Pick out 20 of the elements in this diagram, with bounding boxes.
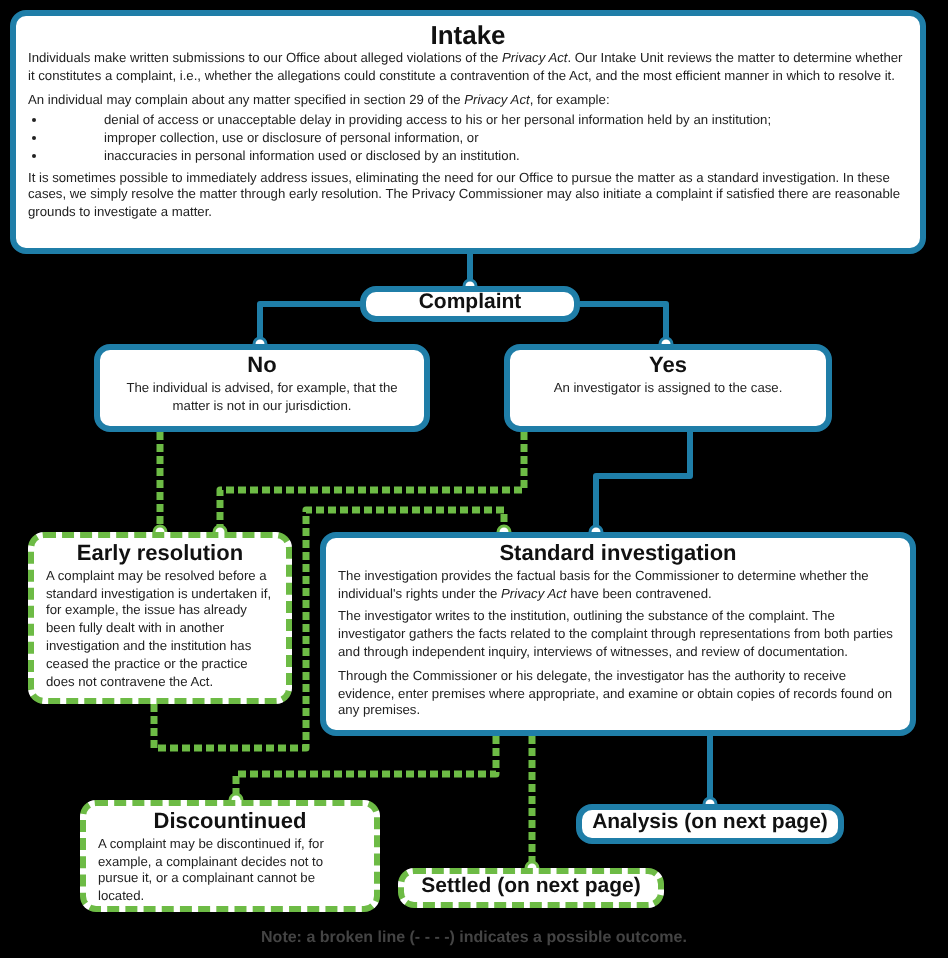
process-box bbox=[80, 800, 380, 912]
decision-box bbox=[360, 286, 580, 322]
box-heading: Early resolution bbox=[74, 542, 246, 570]
box-heading: Standard investigation bbox=[497, 542, 739, 570]
box-heading: Yes bbox=[647, 354, 689, 382]
box-heading: Complaint bbox=[418, 290, 522, 318]
process-box bbox=[576, 804, 844, 844]
process-box bbox=[398, 868, 664, 908]
box-heading: Settled (on next page) bbox=[421, 874, 641, 902]
box-heading: Discountinued bbox=[151, 810, 309, 838]
process-box bbox=[28, 532, 292, 704]
box-heading: No bbox=[245, 354, 279, 382]
note-text: Note: a broken line (- - - -) indicates a possible outcome. bbox=[259, 926, 689, 950]
intake-box bbox=[10, 10, 926, 254]
box-heading: Intake bbox=[428, 20, 508, 52]
outcome-box bbox=[504, 344, 832, 432]
box-heading: Analysis (on next page) bbox=[592, 810, 828, 838]
outcome-box bbox=[94, 344, 430, 432]
process-box bbox=[320, 532, 916, 736]
connector bbox=[150, 506, 512, 752]
